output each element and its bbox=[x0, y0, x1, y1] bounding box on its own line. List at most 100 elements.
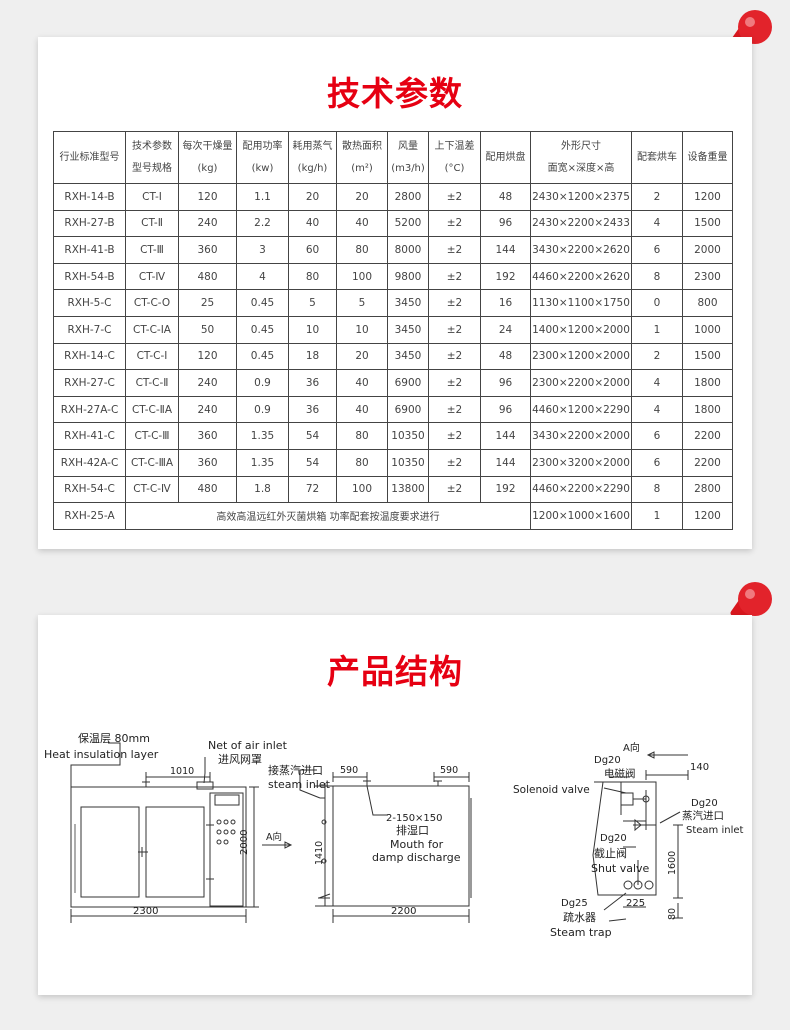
table-cell: 6900 bbox=[387, 369, 429, 397]
table-cell: 18 bbox=[288, 342, 337, 371]
table-cell: 50 bbox=[178, 315, 237, 344]
oven-door-left bbox=[80, 806, 140, 898]
table-cell: 2 bbox=[631, 342, 683, 371]
table-cell: CT-C-ⅠA bbox=[125, 315, 179, 344]
table-cell: 0 bbox=[631, 289, 683, 317]
header-line: 技术参数 bbox=[132, 141, 172, 152]
table-cell: 80 bbox=[288, 262, 337, 291]
table-cell: 3450 bbox=[387, 342, 429, 371]
dim-1010: 1010 bbox=[170, 766, 194, 777]
table-cell: 60 bbox=[288, 236, 337, 264]
table-cell: 192 bbox=[480, 475, 531, 504]
table-cell: 3450 bbox=[387, 289, 429, 317]
table-cell: CT-C-Ⅰ bbox=[125, 342, 179, 371]
header-line: 耗用蒸气 bbox=[292, 141, 333, 152]
dg20-label-c: Dg20 bbox=[600, 833, 627, 844]
table-cell: 4 bbox=[236, 262, 289, 291]
table-cell: RXH-27A-C bbox=[53, 395, 126, 424]
table-cell: CT-Ⅰ bbox=[125, 183, 179, 211]
table-cell: 6900 bbox=[387, 395, 429, 424]
table-cell: 480 bbox=[178, 262, 237, 291]
table-cell: 高效高温远红外灭菌烘箱 功率配套按温度要求进行 bbox=[125, 502, 531, 530]
table-header-row: 行业标准型号技术参数型号规格每次干燥量(kg)配用功率(kw)耗用蒸气(kg/h… bbox=[53, 131, 733, 184]
shut-valve-label-cn: 截止阀 bbox=[594, 846, 627, 860]
dg20-label-b: Dg20 bbox=[691, 798, 718, 809]
steam-trap-label-en: Steam trap bbox=[550, 926, 612, 939]
table-cell: 80 bbox=[336, 422, 388, 450]
table-cell: 40 bbox=[336, 395, 388, 424]
table-header-cell: 耗用蒸气(kg/h) bbox=[288, 131, 337, 184]
table-cell: 40 bbox=[336, 209, 388, 238]
table-cell: 5 bbox=[336, 289, 388, 317]
table-cell: 240 bbox=[178, 369, 237, 397]
header-line: 每次干燥量 bbox=[182, 141, 233, 152]
table-cell: 1400×1200×2000 bbox=[530, 315, 632, 344]
table-cell: 1200 bbox=[682, 502, 733, 530]
table-cell: 1130×1100×1750 bbox=[530, 289, 632, 317]
table-cell: ±2 bbox=[428, 395, 481, 424]
table-header-cell: 上下温差(°C) bbox=[428, 131, 481, 184]
table-cell: 1.8 bbox=[236, 475, 289, 504]
table-cell: 96 bbox=[480, 395, 531, 424]
table-cell: 360 bbox=[178, 448, 237, 477]
table-header-cell: 每次干燥量(kg) bbox=[178, 131, 237, 184]
dim-225: 225 bbox=[626, 898, 645, 909]
table-cell: 2200 bbox=[682, 448, 733, 477]
table-cell: 2000 bbox=[682, 236, 733, 264]
table-cell: 2800 bbox=[387, 183, 429, 211]
header-line: 设备重量 bbox=[687, 152, 728, 163]
table-cell: 13800 bbox=[387, 475, 429, 504]
section-title: 技术参数 bbox=[327, 74, 463, 113]
mouth-dimension: 2-150×150 bbox=[386, 813, 443, 824]
steam-trap-label-cn: 疏水器 bbox=[563, 910, 596, 924]
table-cell: 800 bbox=[682, 289, 733, 317]
dim-590-right: 590 bbox=[440, 765, 458, 776]
table-cell: RXH-25-A bbox=[53, 502, 126, 530]
table-cell: ±2 bbox=[428, 448, 481, 477]
structure-diagram: 保温层 80mm Heat insulation layer Net of ai… bbox=[44, 731, 744, 939]
header-line: 配套烘车 bbox=[637, 152, 677, 163]
table-cell: ±2 bbox=[428, 262, 481, 291]
dim-2000: 2000 bbox=[239, 830, 250, 855]
table-cell: RXH-27-C bbox=[53, 369, 126, 397]
table-cell: 10 bbox=[336, 315, 388, 344]
table-cell: CT-C-Ⅳ bbox=[125, 475, 179, 504]
table-cell: CT-C-ⅡA bbox=[125, 395, 179, 424]
table-cell: 1.1 bbox=[236, 183, 289, 211]
table-cell: CT-C-ⅢA bbox=[125, 448, 179, 477]
table-cell: 0.9 bbox=[236, 369, 289, 397]
table-cell: 6 bbox=[631, 422, 683, 450]
dg25-label: Dg25 bbox=[561, 898, 588, 909]
header-line: (kw) bbox=[251, 163, 274, 174]
table-cell: 36 bbox=[288, 369, 337, 397]
table-cell: ±2 bbox=[428, 209, 481, 238]
table-cell: 0.45 bbox=[236, 289, 289, 317]
header-line: 行业标准型号 bbox=[59, 152, 120, 163]
dim-1410: 1410 bbox=[314, 841, 325, 865]
spec-table: 行业标准型号技术参数型号规格每次干燥量(kg)配用功率(kw)耗用蒸气(kg/h… bbox=[53, 131, 733, 530]
table-cell: 80 bbox=[336, 448, 388, 477]
table-cell: 1.35 bbox=[236, 422, 289, 450]
table-cell: RXH-42A-C bbox=[53, 448, 126, 477]
table-cell: CT-Ⅲ bbox=[125, 236, 179, 264]
table-cell: 20 bbox=[288, 183, 337, 211]
table-cell: 2430×2200×2433 bbox=[530, 209, 632, 238]
table-cell: 24 bbox=[480, 315, 531, 344]
air-inlet-label-en: Net of air inlet bbox=[208, 739, 288, 752]
table-cell: 2300×1200×2000 bbox=[530, 342, 632, 371]
table-cell: RXH-14-C bbox=[53, 342, 126, 371]
table-cell: 360 bbox=[178, 422, 237, 450]
table-cell: 2430×1200×2375 bbox=[530, 183, 632, 211]
table-cell: ±2 bbox=[428, 183, 481, 211]
insulation-label-cn: 保温层 80mm bbox=[78, 731, 150, 745]
table-cell: 192 bbox=[480, 262, 531, 291]
table-cell: 8000 bbox=[387, 236, 429, 264]
table-cell: 5 bbox=[288, 289, 337, 317]
table-cell: 3430×2200×2620 bbox=[530, 236, 632, 264]
table-cell: 72 bbox=[288, 475, 337, 504]
steam-inlet2-label-cn: 蒸汽进口 bbox=[682, 809, 724, 822]
table-cell: 100 bbox=[336, 475, 388, 504]
